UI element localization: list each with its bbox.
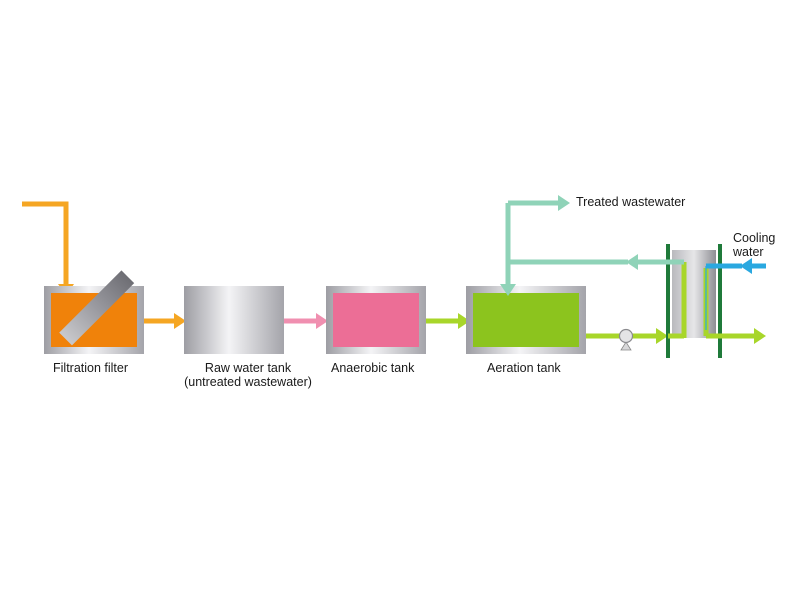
- arrow-anaerobic-to-aeration: [426, 313, 470, 329]
- filtration-filter-tank: [44, 270, 144, 354]
- filtration-filter-label: Filtration filter: [53, 361, 129, 375]
- raw-water-tank-label-line1: Raw water tank: [204, 361, 292, 375]
- aeration-tank-label: Aeration tank: [487, 361, 561, 375]
- cooling-water-line: [705, 258, 766, 330]
- arrow-aeration-to-exchanger: [586, 328, 668, 344]
- raw-water-tank-label: Raw water tank (untreated wastewater): [168, 361, 328, 389]
- raw-water-tank: [184, 286, 284, 354]
- cooling-water-label: Cooling water: [733, 231, 775, 259]
- cooling-water-label-line1: Cooling: [733, 231, 776, 245]
- cooling-water-label-line2: water: [733, 245, 764, 259]
- treated-wastewater-label: Treated wastewater: [576, 195, 686, 209]
- arrow-filter-to-raw: [144, 313, 186, 329]
- anaerobic-tank: [326, 286, 426, 354]
- exchanger-outflow: [668, 262, 766, 344]
- pump-icon: [618, 328, 634, 351]
- raw-water-tank-label-line2: (untreated wastewater): [184, 375, 312, 389]
- anaerobic-tank-label: Anaerobic tank: [331, 361, 415, 375]
- arrow-raw-to-anaerobic: [284, 313, 328, 329]
- filter-element: [59, 270, 135, 346]
- aeration-tank: [466, 286, 586, 354]
- return-line: [500, 254, 684, 296]
- inflow-pipe: [22, 201, 74, 296]
- treated-wastewater-line: [505, 195, 570, 262]
